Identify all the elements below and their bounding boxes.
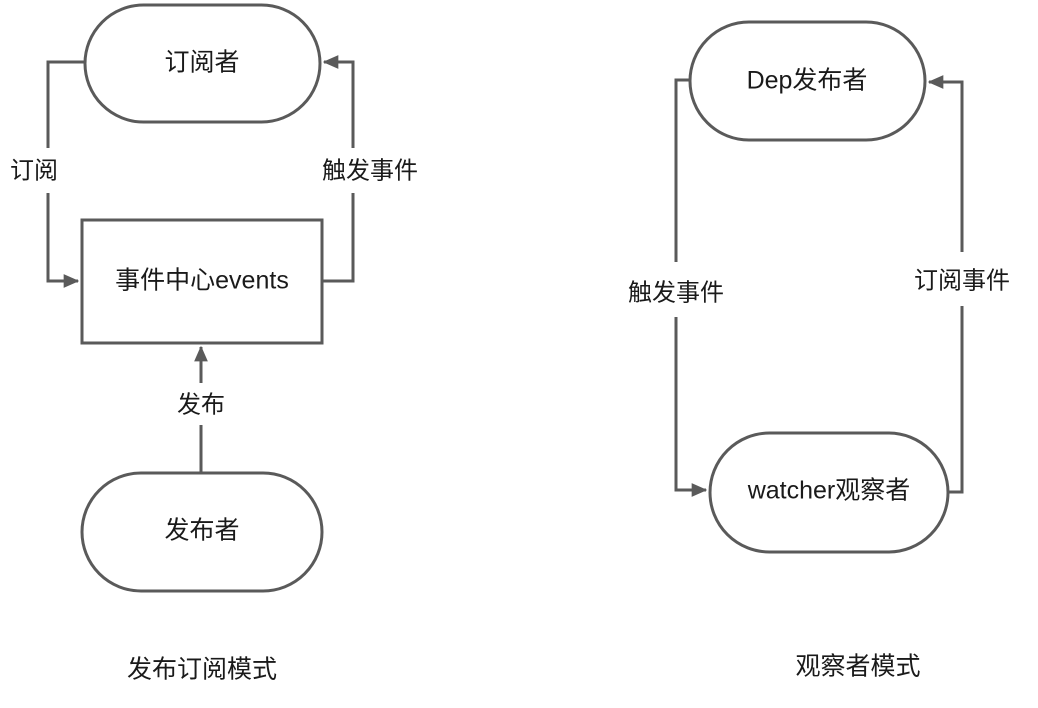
edge-trigger-event-2: 触发事件 [628,78,724,497]
node-dep-publisher[interactable]: Dep发布者 [688,20,927,142]
node-subscriber-label: 订阅者 [164,49,239,77]
node-subscriber[interactable]: 订阅者 [83,3,322,124]
edge-trigger-event-line-lower [322,193,355,283]
node-publisher-label: 发布者 [164,517,239,545]
edge-label-subscribe: 订阅 [10,157,58,184]
node-event-center-label: 事件中心events [115,267,289,295]
node-watcher[interactable]: watcher观察者 [708,431,950,554]
edge-label-trigger-event: 触发事件 [322,157,418,184]
edge-trigger-event-2-line-lower [674,317,708,497]
node-publisher-shape [80,471,324,593]
node-subscriber-shape [83,3,322,124]
node-watcher-shape [708,431,950,554]
edge-trigger-event-line-upper [322,55,355,148]
edge-subscribe-line-lower [46,193,80,288]
edge-subscribe-event-line-upper [927,75,964,252]
edge-label-trigger-event-2: 触发事件 [628,279,724,306]
edge-trigger-event: 触发事件 [322,55,418,283]
edge-subscribe-event: 订阅事件 [914,75,1010,494]
panel-pubsub: 订阅 触发事件 发布 订阅者 事件中心events 发布者 [10,3,418,684]
edge-publish: 发布 [177,345,225,473]
edge-subscribe-event-line-lower [948,306,964,494]
node-publisher[interactable]: 发布者 [80,471,324,593]
node-event-center-shape [80,218,324,345]
edge-subscribe-line-upper [46,60,85,148]
node-dep-publisher-label: Dep发布者 [747,67,868,95]
panel-observer: 触发事件 订阅事件 Dep发布者 watcher观察者 观察者模式 [628,20,1010,681]
edge-trigger-event-2-line-upper [674,78,690,262]
edge-label-publish: 发布 [177,391,225,418]
node-event-center[interactable]: 事件中心events [80,218,324,345]
caption-pubsub: 发布订阅模式 [127,656,277,684]
node-dep-publisher-shape [688,20,927,142]
node-watcher-label: watcher观察者 [747,477,911,505]
caption-observer: 观察者模式 [795,653,920,681]
edge-label-subscribe-event: 订阅事件 [914,267,1010,294]
edge-subscribe: 订阅 [10,60,85,288]
